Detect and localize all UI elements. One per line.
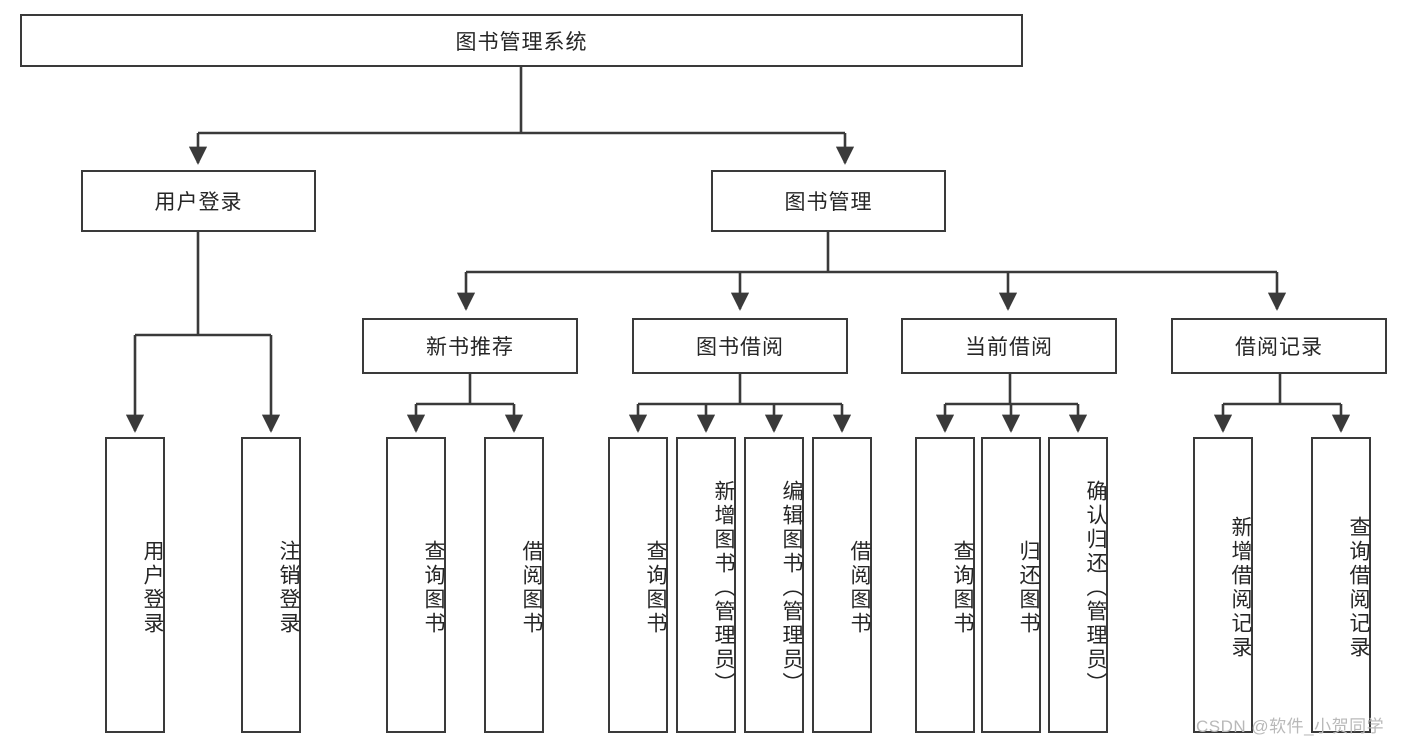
node-current-borrow[interactable]: 当前借阅 xyxy=(901,318,1117,374)
node-leaf-query-record[interactable]: 查询借阅记录 xyxy=(1311,437,1371,733)
node-leaf-query-book-2[interactable]: 查询图书 xyxy=(608,437,668,733)
node-leaf-return-book[interactable]: 归还图书 xyxy=(981,437,1041,733)
node-current-borrow-label: 当前借阅 xyxy=(965,336,1053,359)
node-leaf-logout[interactable]: 注销登录 xyxy=(241,437,301,733)
node-leaf-query-book-3[interactable]: 查询图书 xyxy=(915,437,975,733)
node-leaf-add-record-label: 新增借阅记录 xyxy=(1229,516,1252,660)
node-new-book-rec[interactable]: 新书推荐 xyxy=(362,318,578,374)
node-leaf-edit-book-label: 编辑图书（管理员） xyxy=(780,480,803,696)
node-leaf-borrow-book-2[interactable]: 借阅图书 xyxy=(812,437,872,733)
node-leaf-user-login[interactable]: 用户登录 xyxy=(105,437,165,733)
node-user-login-label: 用户登录 xyxy=(154,191,243,214)
node-leaf-query-book-1-label: 查询图书 xyxy=(422,540,445,636)
node-leaf-query-book-1[interactable]: 查询图书 xyxy=(386,437,446,733)
node-leaf-borrow-book-1-label: 借阅图书 xyxy=(520,540,543,636)
node-leaf-borrow-book-2-label: 借阅图书 xyxy=(848,540,871,636)
node-leaf-confirm-return[interactable]: 确认归还（管理员） xyxy=(1048,437,1108,733)
node-leaf-query-record-label: 查询借阅记录 xyxy=(1347,516,1370,660)
node-leaf-add-book[interactable]: 新增图书（管理员） xyxy=(676,437,736,733)
node-leaf-return-book-label: 归还图书 xyxy=(1017,540,1040,636)
node-book-borrow-label: 图书借阅 xyxy=(696,336,784,359)
node-book-manage[interactable]: 图书管理 xyxy=(711,170,946,232)
node-leaf-edit-book[interactable]: 编辑图书（管理员） xyxy=(744,437,804,733)
node-borrow-record[interactable]: 借阅记录 xyxy=(1171,318,1387,374)
node-leaf-logout-label: 注销登录 xyxy=(277,540,300,636)
node-new-book-rec-label: 新书推荐 xyxy=(426,336,514,359)
node-leaf-add-record[interactable]: 新增借阅记录 xyxy=(1193,437,1253,733)
node-book-borrow[interactable]: 图书借阅 xyxy=(632,318,848,374)
node-borrow-record-label: 借阅记录 xyxy=(1235,336,1323,359)
node-leaf-query-book-3-label: 查询图书 xyxy=(951,540,974,636)
node-root-label: 图书管理系统 xyxy=(455,30,588,54)
node-leaf-user-login-label: 用户登录 xyxy=(141,540,164,636)
node-root[interactable]: 图书管理系统 xyxy=(20,14,1023,67)
node-leaf-borrow-book-1[interactable]: 借阅图书 xyxy=(484,437,544,733)
node-leaf-confirm-return-label: 确认归还（管理员） xyxy=(1084,480,1107,696)
node-leaf-query-book-2-label: 查询图书 xyxy=(644,540,667,636)
node-book-manage-label: 图书管理 xyxy=(784,191,873,214)
node-leaf-add-book-label: 新增图书（管理员） xyxy=(712,480,735,696)
node-user-login[interactable]: 用户登录 xyxy=(81,170,316,232)
watermark-text: CSDN @软件_小贺同学 xyxy=(1196,717,1385,736)
